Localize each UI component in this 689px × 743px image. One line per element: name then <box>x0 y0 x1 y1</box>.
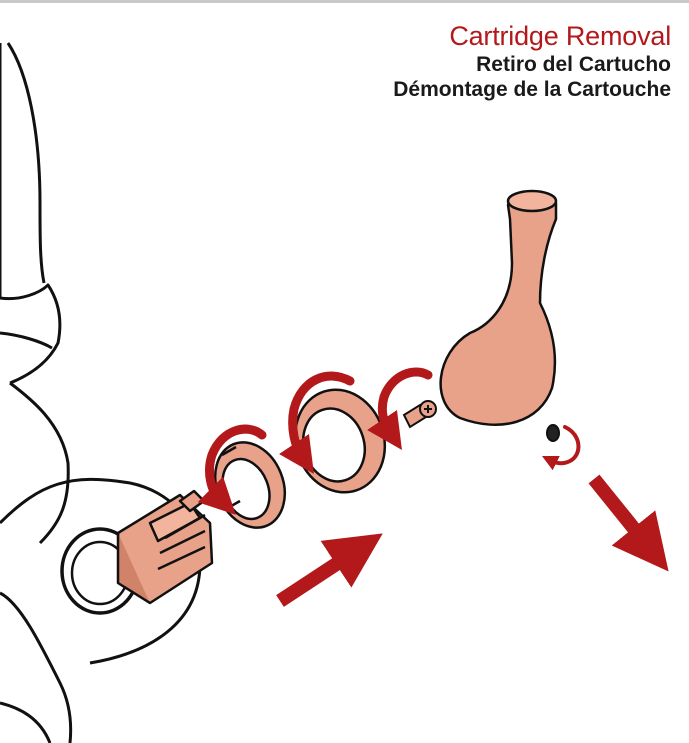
direction-arrows <box>280 479 644 601</box>
handle-screw <box>404 401 436 427</box>
set-screw <box>547 425 559 441</box>
title-french: Démontage de la Cartouche <box>393 78 671 103</box>
title-spanish: Retiro del Cartucho <box>393 53 671 78</box>
exploded-view-diagram <box>0 3 689 743</box>
lever-handle <box>441 191 556 425</box>
title-english: Cartridge Removal <box>393 21 671 53</box>
faucet-body <box>0 43 200 743</box>
title-block: Cartridge Removal Retiro del Cartucho Dé… <box>393 21 671 102</box>
